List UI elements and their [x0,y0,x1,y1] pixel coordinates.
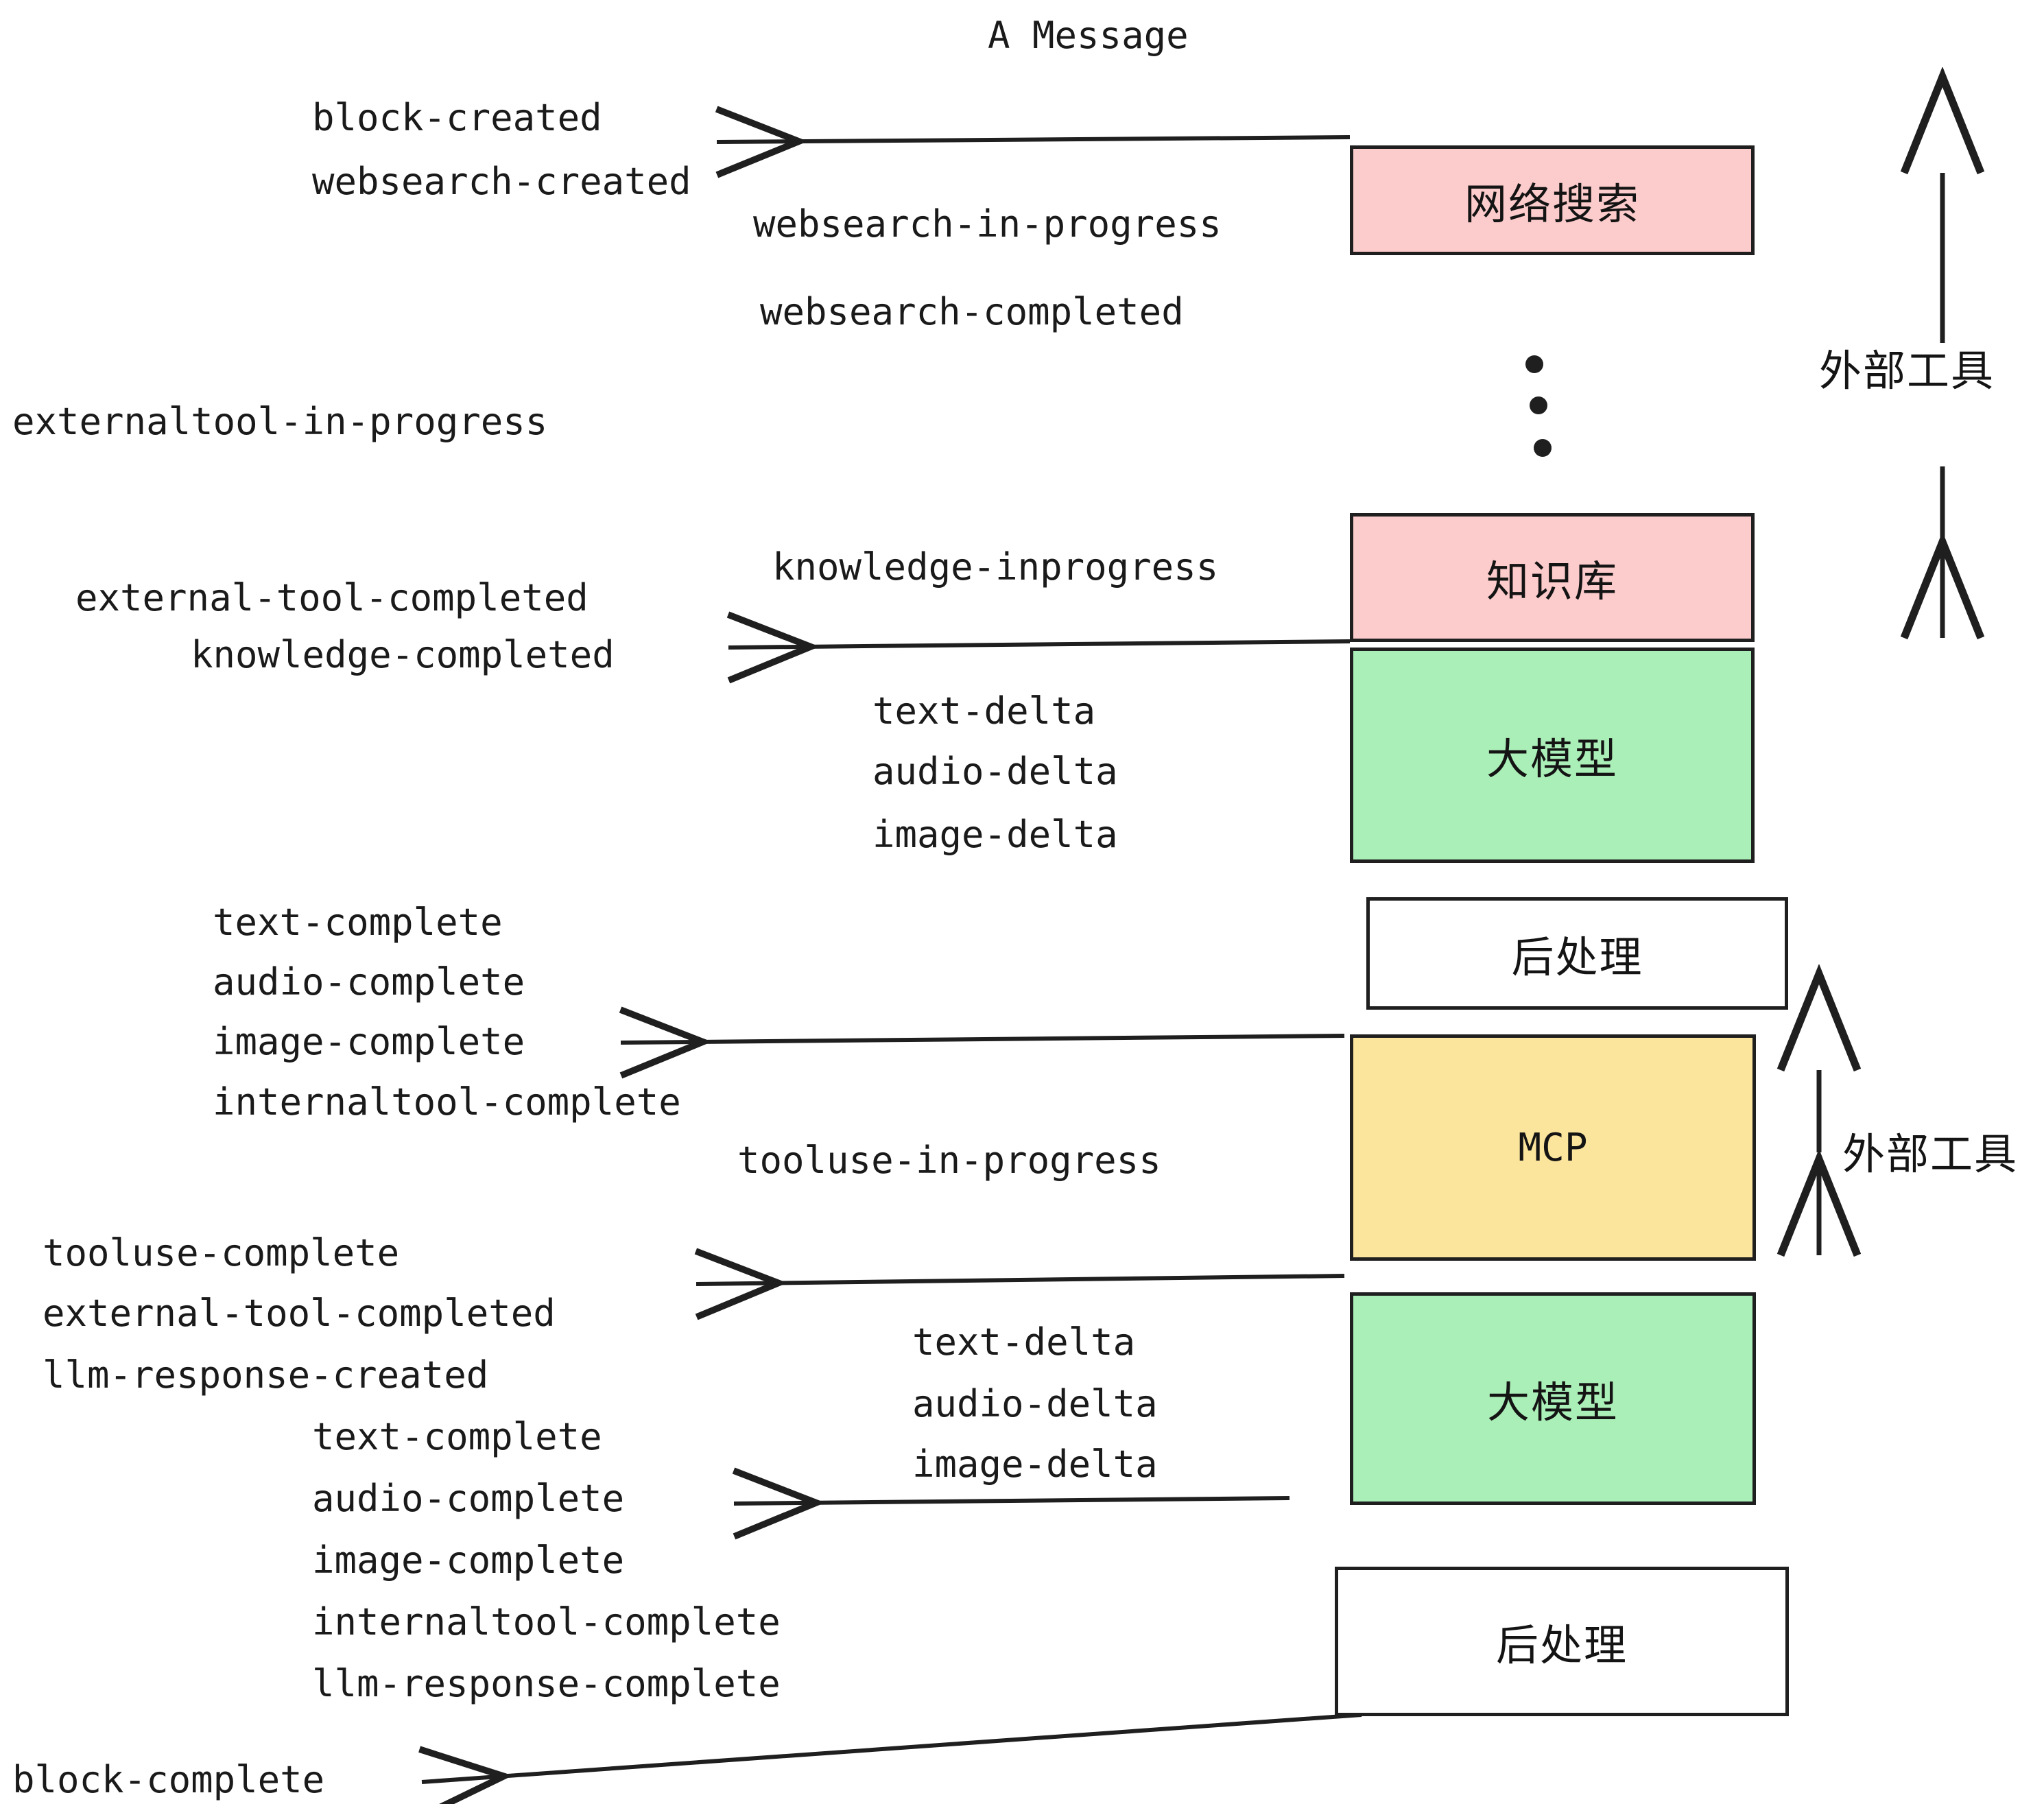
box-postprocess-first-label: 后处理 [1511,932,1643,982]
event-llm-response-complete: llm-response-complete [312,1662,781,1705]
box-mcp-label: MCP [1518,1125,1588,1170]
event-text-complete-1: text-complete [213,901,503,944]
event-externaltool-in-progress: externaltool-in-progress [12,400,548,443]
box-postprocess-second-label: 后处理 [1495,1620,1628,1670]
event-llm-response-created: llm-response-created [43,1353,489,1397]
event-knowledge-completed: knowledge-completed [191,633,615,676]
arrow-websearch-to-left [717,137,1351,142]
event-block-created: block-created [312,96,602,139]
event-image-delta-1: image-delta [872,813,1118,856]
box-postprocess-first[interactable]: 后处理 [1366,897,1788,1010]
box-knowledge-label: 知识库 [1486,556,1618,606]
external-tool-label-bottom: 外部工具 [1842,1129,2019,1179]
arrow-postprocess1-to-left [621,1036,1345,1043]
box-knowledge[interactable]: 知识库 [1350,513,1755,642]
event-websearch-created: websearch-created [312,160,691,203]
event-image-complete-2: image-complete [312,1539,625,1582]
event-external-tool-completed-1: external-tool-completed [75,576,589,619]
event-knowledge-inprogress: knowledge-inprogress [772,545,1219,589]
event-tooluse-in-progress: tooluse-in-progress [737,1139,1161,1182]
event-text-complete-2: text-complete [312,1415,602,1458]
box-mcp[interactable]: MCP [1350,1034,1756,1261]
event-external-tool-completed-2: external-tool-completed [43,1292,556,1335]
event-text-delta-2: text-delta [912,1320,1136,1364]
ellipsis-dot-1 [1525,355,1543,373]
event-image-complete-1: image-complete [213,1020,525,1063]
event-audio-delta-2: audio-delta [912,1382,1158,1425]
box-llm-first-label: 大模型 [1486,734,1618,784]
page-title: A Message [988,14,1189,57]
event-audio-delta-1: audio-delta [872,750,1118,793]
box-websearch-label: 网络搜索 [1464,179,1640,229]
ellipsis-dot-2 [1530,396,1547,414]
arrow-postprocess2-to-left [422,1713,1362,1782]
event-audio-complete-2: audio-complete [312,1477,625,1520]
event-image-delta-2: image-delta [912,1443,1158,1486]
arrow-knowledge-to-left [728,641,1351,648]
event-text-delta-1: text-delta [872,689,1096,733]
event-audio-complete-1: audio-complete [213,960,525,1004]
box-llm-first[interactable]: 大模型 [1350,648,1755,863]
event-block-complete: block-complete [12,1758,325,1801]
ellipsis-dot-3 [1534,439,1552,457]
box-llm-second[interactable]: 大模型 [1350,1292,1756,1505]
event-internaltool-complete-2: internaltool-complete [312,1600,781,1643]
event-websearch-completed: websearch-completed [760,290,1184,333]
event-internaltool-complete-1: internaltool-complete [213,1080,681,1124]
box-postprocess-second[interactable]: 后处理 [1335,1567,1789,1716]
box-llm-second-label: 大模型 [1486,1377,1619,1427]
event-tooluse-complete: tooluse-complete [43,1231,400,1274]
event-websearch-in-progress: websearch-in-progress [753,202,1222,246]
arrow-llm2-to-left [734,1498,1290,1504]
box-websearch[interactable]: 网络搜索 [1350,145,1755,255]
external-tool-label-top: 外部工具 [1819,346,1995,396]
arrow-mcp-to-left [696,1276,1345,1284]
